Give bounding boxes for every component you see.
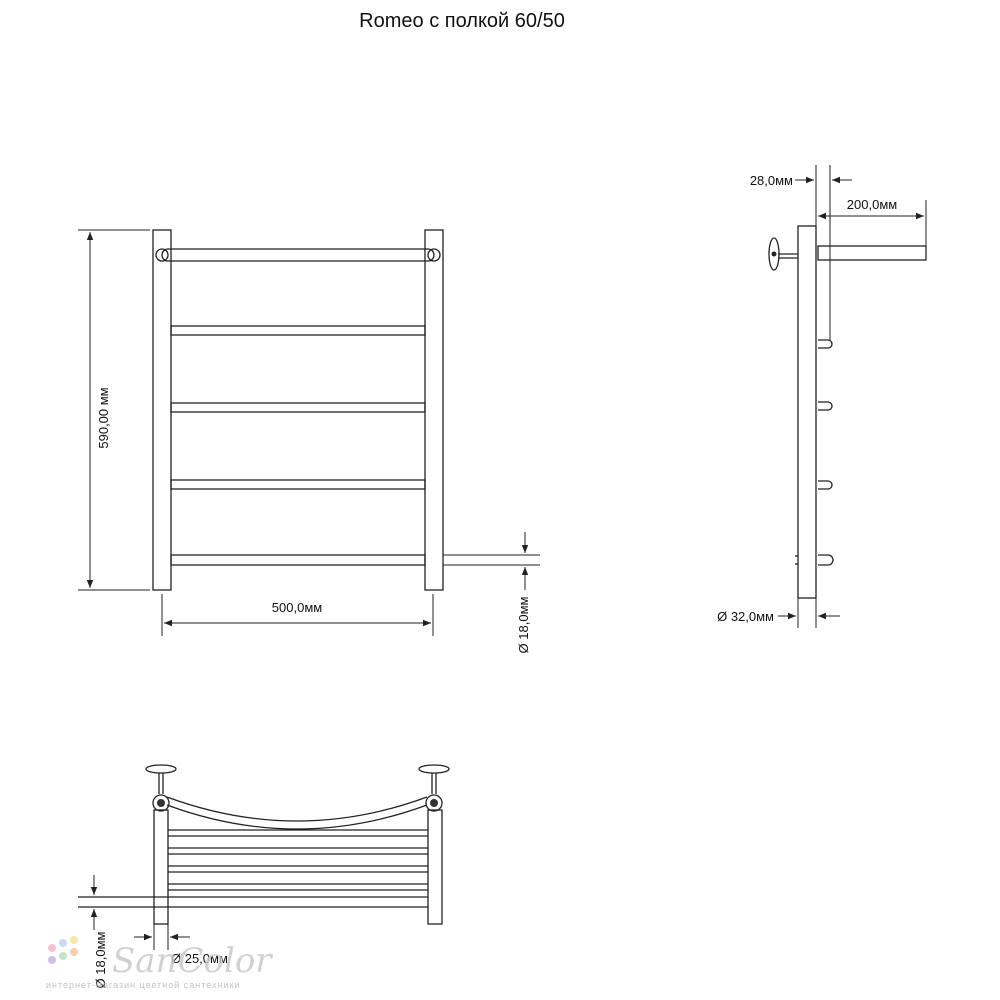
rung-3	[170, 479, 426, 490]
bottom-shelf-diameter-dimension: Ø 25,0мм	[134, 924, 228, 966]
front-view: 590,00 мм 500,0мм Ø 18,0мм	[78, 229, 540, 653]
bottom-tube-diameter-dimension: Ø 18,0мм	[90, 875, 108, 988]
right-wall-mount-icon	[418, 764, 450, 812]
rung-4	[170, 554, 426, 566]
rung-2	[170, 402, 426, 413]
rung-1	[170, 325, 426, 336]
shelf-curve-inner	[166, 804, 428, 830]
shelf-depth-label: 200,0мм	[847, 197, 897, 212]
bottom-right-post	[427, 809, 443, 925]
watermark-dot	[59, 939, 67, 947]
side-view: 28,0мм 200,0мм Ø 32,0мм	[717, 165, 927, 628]
watermark-dot	[48, 944, 56, 952]
tube-diameter-label: Ø 18,0мм	[516, 596, 531, 653]
wall-gap-label: 28,0мм	[750, 173, 793, 188]
bottom-left-post	[153, 809, 169, 925]
width-label: 500,0мм	[272, 600, 322, 615]
post-diameter-dimension: Ø 32,0мм	[717, 598, 840, 628]
wall-gap-dimension: 28,0мм	[750, 173, 852, 188]
right-post	[424, 229, 444, 591]
bottom-shelf-diameter-label: Ø 25,0мм	[171, 951, 228, 966]
perspective-view: Ø 18,0мм Ø 25,0мм	[78, 764, 450, 988]
bottom-tube-diameter-label: Ø 18,0мм	[93, 931, 108, 988]
side-rung-3	[818, 480, 833, 490]
shelf-depth-dimension: 200,0мм	[818, 197, 924, 220]
left-wall-mount-icon	[145, 764, 177, 812]
side-shelf	[817, 245, 927, 261]
drawing-title: Romeo с полкой 60/50	[359, 10, 565, 32]
side-post	[797, 225, 817, 599]
top-bar-right-end	[427, 248, 441, 262]
watermark-dot	[48, 956, 56, 964]
post-diameter-label: Ø 32,0мм	[717, 609, 774, 624]
side-rung-4	[818, 554, 834, 566]
left-post	[152, 229, 172, 591]
height-label: 590,00 мм	[96, 387, 111, 448]
height-dimension: 590,00 мм	[78, 229, 150, 591]
watermark-tagline: интернет-магазин цветной сантехники	[46, 980, 241, 990]
top-bar-left-end	[155, 248, 169, 262]
shelf-curve-outer	[166, 796, 428, 822]
watermark-dot	[70, 948, 78, 956]
watermark-dot	[59, 952, 67, 960]
tube-diameter-dimension: Ø 18,0мм	[443, 532, 540, 653]
brand-watermark: SanColor интернет-магазин цветной сантех…	[46, 936, 273, 990]
wall-mount-icon	[768, 237, 798, 271]
watermark-dot	[70, 936, 78, 944]
top-bar	[161, 248, 435, 262]
width-dimension: 500,0мм	[161, 594, 434, 636]
side-rung-1	[818, 339, 833, 349]
watermark-brand: SanColor	[112, 941, 273, 981]
side-rung-2	[818, 401, 833, 411]
